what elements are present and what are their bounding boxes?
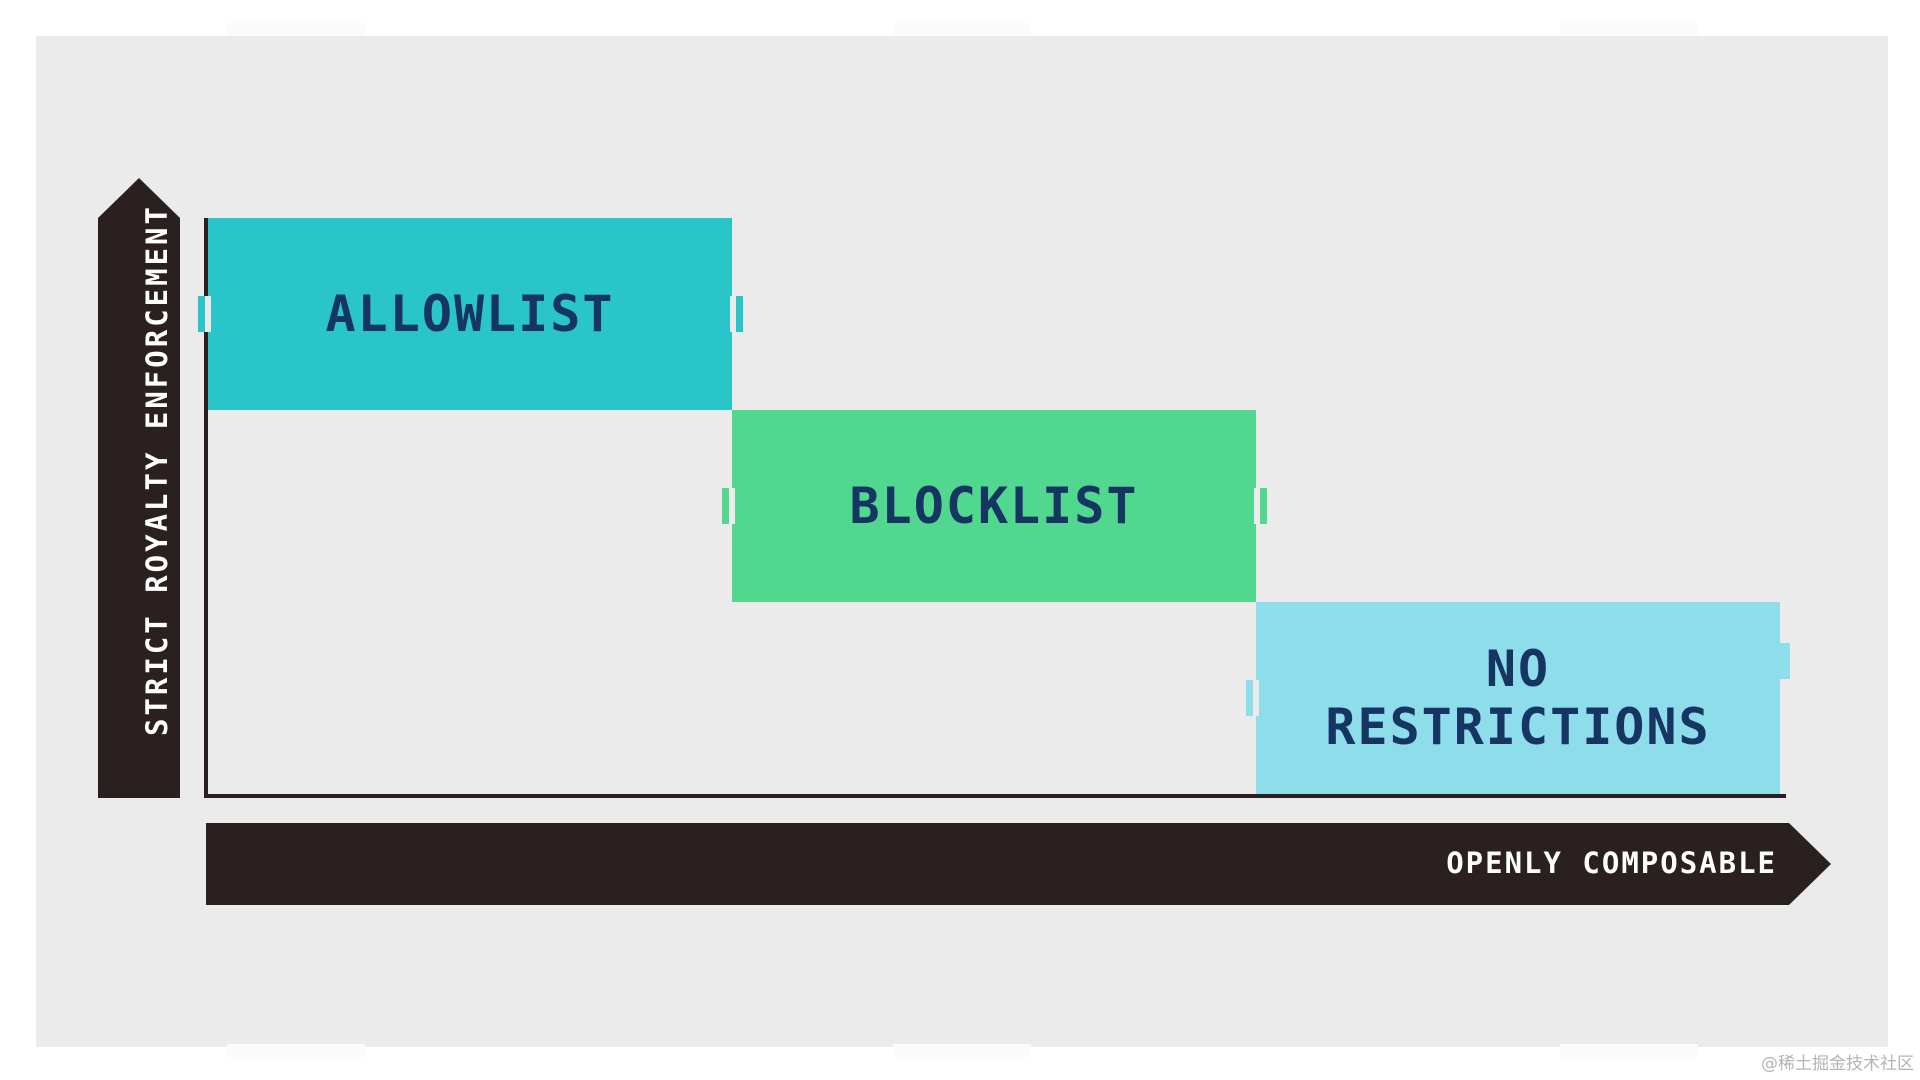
frame-tab-top-center [893,23,1031,36]
frame-tab-bottom-left [227,1044,365,1057]
allowlist-right-notch [723,296,743,332]
no-restrictions-left-notch [1246,680,1266,716]
allowlist-box: ALLOWLIST [208,218,732,410]
blocklist-left-notch [722,488,742,524]
x-axis-line [204,794,1786,798]
watermark: @稀土掘金技术社区 [1761,1054,1914,1074]
blocklist-label: BLOCKLIST [849,477,1139,535]
frame-tab-bottom-center [893,1044,1031,1057]
no-restrictions-label: NO RESTRICTIONS [1325,640,1711,756]
frame-tab-top-right [1560,23,1698,36]
x-axis-arrow [206,823,1831,905]
allowlist-left-notch [198,296,218,332]
no-restrictions-right-tab [1780,643,1790,679]
y-axis-arrow [98,178,180,798]
blocklist-box: BLOCKLIST [732,410,1256,602]
frame-tab-bottom-right [1560,1044,1698,1057]
frame-tab-top-left [227,23,365,36]
allowlist-label: ALLOWLIST [325,285,615,343]
no-restrictions-box: NO RESTRICTIONS [1256,602,1780,794]
y-axis-line [204,218,208,798]
y-axis-label: STRICT ROYALTY ENFORCEMENT [140,204,174,736]
blocklist-right-notch [1247,488,1267,524]
x-axis-label: OPENLY COMPOSABLE [1446,846,1777,880]
